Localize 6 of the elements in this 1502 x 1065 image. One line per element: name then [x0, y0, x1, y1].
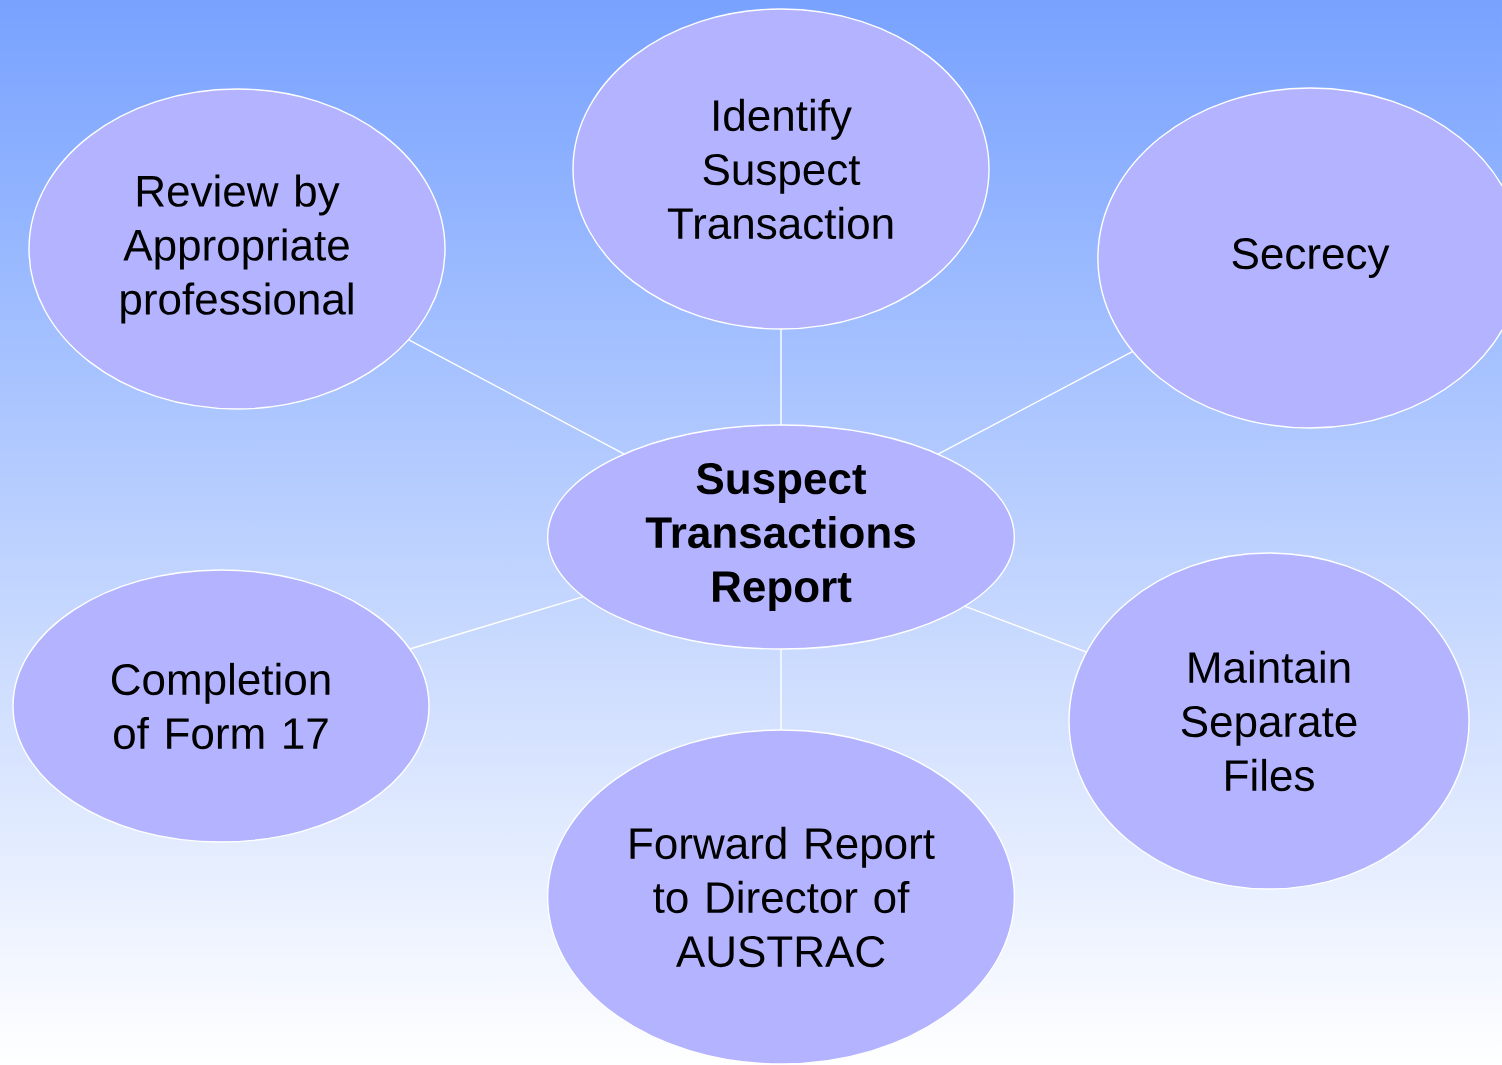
connector-line: [407, 339, 625, 455]
connector-line: [780, 648, 782, 731]
connector-line: [409, 595, 585, 650]
connector-line: [780, 328, 782, 426]
connector-line: [937, 350, 1134, 455]
connector-line: [963, 605, 1088, 653]
